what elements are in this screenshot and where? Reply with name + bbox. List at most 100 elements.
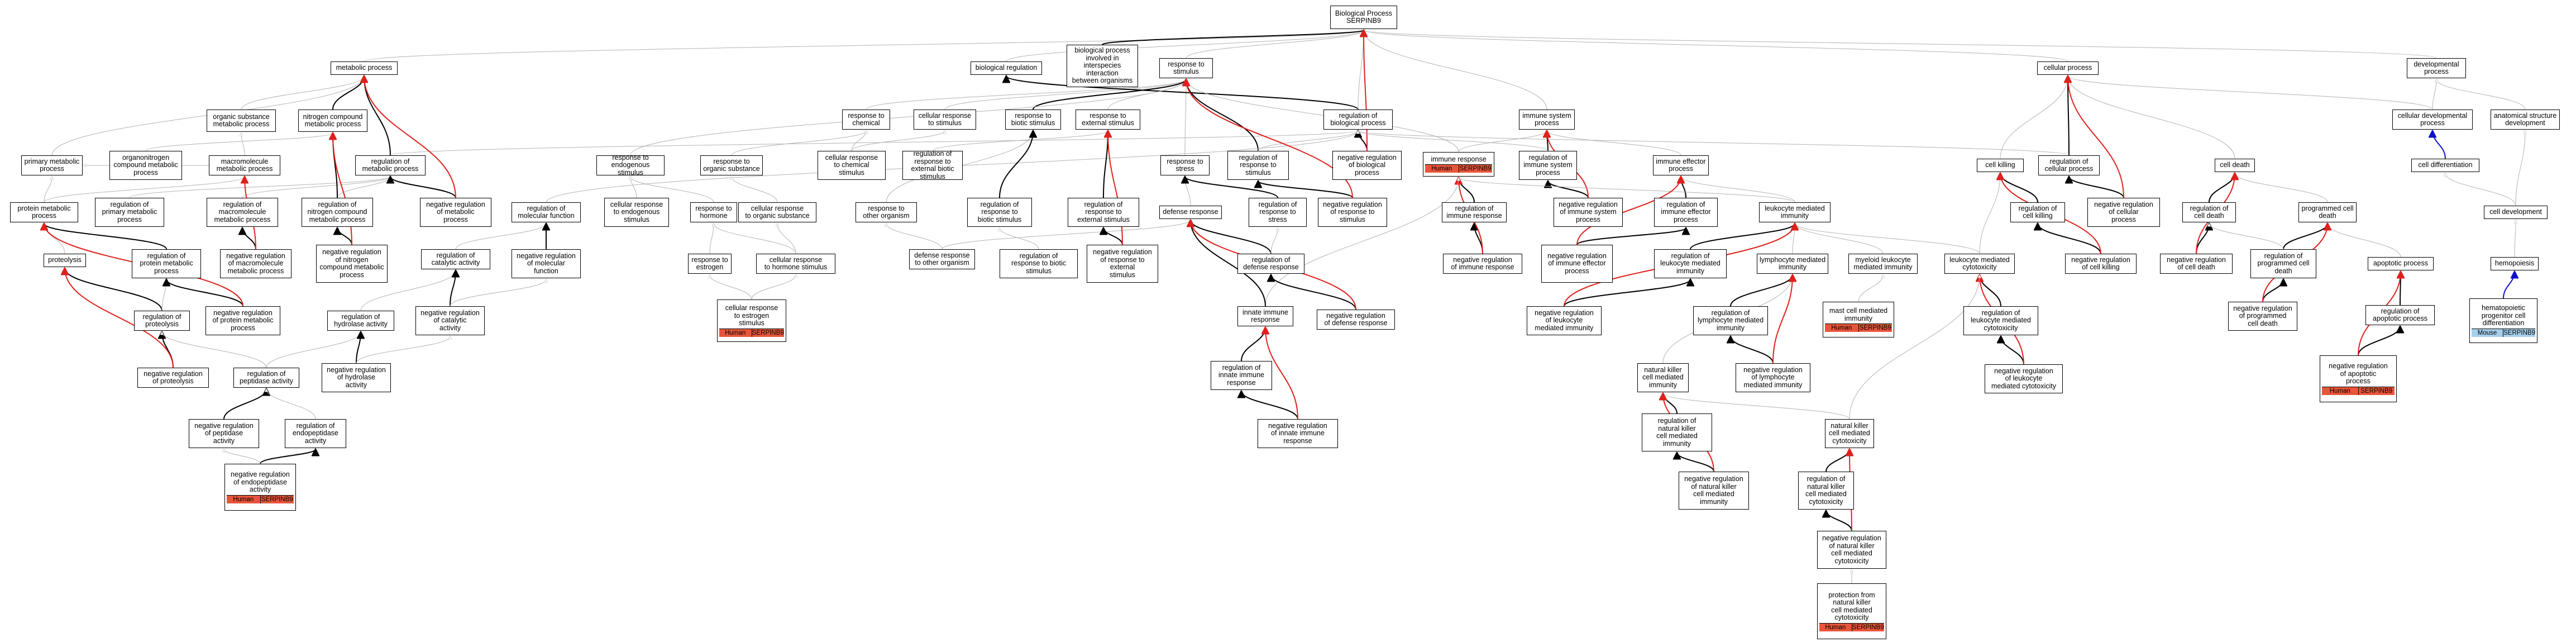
go-term-neg-reg-cellproc[interactable]: negative regulation of cellular process xyxy=(2087,198,2160,227)
go-term-reg-resp-biotic[interactable]: regulation of response to biotic stimulu… xyxy=(967,198,1032,227)
go-term-reg-resp-ext-stim[interactable]: regulation of response to external stimu… xyxy=(1068,198,1139,227)
go-term-def-resp-other[interactable]: defense response to other organism xyxy=(909,249,975,269)
go-term-pcd[interactable]: programmed cell death xyxy=(2298,202,2357,222)
go-term-resp-endo[interactable]: response to endogenous stimulus xyxy=(596,154,665,176)
go-term-reg-metab[interactable]: regulation of metabolic process xyxy=(355,155,426,175)
go-term-reg-resp-stress[interactable]: regulation of response to stress xyxy=(1249,198,1307,227)
go-term-reg-leuk-cyto[interactable]: regulation of leukocyte mediated cytotox… xyxy=(1963,306,2038,335)
go-term-cell-dev[interactable]: cellular developmental process xyxy=(2392,110,2473,130)
go-term-resp-other-org[interactable]: response to other organism xyxy=(856,202,917,222)
go-term-neg-reg-nitro[interactable]: negative regulation of nitrogen compound… xyxy=(316,245,388,283)
go-term-neg-reg-leuk-imm[interactable]: negative regulation of leukocyte mediate… xyxy=(1527,306,1602,335)
go-term-reg-lymph-imm[interactable]: regulation of lymphocyte mediated immuni… xyxy=(1693,306,1768,335)
go-term-reg-leuk-imm[interactable]: regulation of leukocyte mediated immunit… xyxy=(1654,249,1727,278)
go-term-neg-reg-leuk-cyto[interactable]: negative regulation of leukocyte mediate… xyxy=(1985,364,2063,393)
go-term-neg-reg-def[interactable]: negative regulation of defense response xyxy=(1317,310,1395,330)
go-term-reg-cell-killing[interactable]: regulation of cell killing xyxy=(2010,202,2065,222)
go-term-reg-imm-resp[interactable]: regulation of immune response xyxy=(1442,202,1507,222)
go-term-reg-resp-biotic2[interactable]: regulation of response to biotic stimulu… xyxy=(1000,249,1078,278)
go-term-bioreg[interactable]: biological regulation xyxy=(971,61,1042,75)
go-term-reg-imm-eff[interactable]: regulation of immune effector process xyxy=(1654,198,1718,227)
go-term-reg-macro-metab[interactable]: regulation of macromolecule metabolic pr… xyxy=(207,198,278,227)
go-term-reg-resp-ext[interactable]: regulation of response to external bioti… xyxy=(902,150,963,180)
go-term-resp-biotic[interactable]: response to biotic stimulus xyxy=(1005,110,1061,130)
go-term-nk-cyto[interactable]: natural killer cell mediated cytotoxicit… xyxy=(1825,419,1874,448)
go-term-reg-resp-stim[interactable]: regulation of response to stimulus xyxy=(1227,151,1289,180)
go-term-cell-resp-hormone[interactable]: cellular response to hormone stimulus xyxy=(756,254,835,274)
go-term-cell-resp-org-sub[interactable]: cellular response to organic substance xyxy=(738,202,816,222)
go-term-proteolysis[interactable]: proteolysis xyxy=(44,254,86,267)
go-term-leuk-imm[interactable]: leukocyte mediated immunity xyxy=(1759,202,1831,222)
go-term-reg-hydrolase[interactable]: regulation of hydrolase activity xyxy=(327,311,394,331)
go-term-neg-reg-apop[interactable]: negative regulation of apoptotic process… xyxy=(2320,355,2397,402)
go-term-reg-nk-imm[interactable]: regulation of natural killer cell mediat… xyxy=(1642,413,1712,451)
go-term-reg-cellproc[interactable]: regulation of cellular process xyxy=(2038,155,2100,175)
go-term-reg-molfunc[interactable]: regulation of molecular function xyxy=(512,202,581,222)
go-term-neg-reg-immsys[interactable]: negative regulation of immune system pro… xyxy=(1554,198,1623,227)
go-term-bp[interactable]: Biological Process SERPINB9 xyxy=(1330,6,1397,29)
go-term-reg-nitro-metab[interactable]: regulation of nitrogen compound metaboli… xyxy=(302,198,373,227)
go-term-resp-ext[interactable]: response to external stimulus xyxy=(1076,110,1140,130)
go-term-neg-reg-resp-stim[interactable]: negative regulation of response to stimu… xyxy=(1318,198,1387,227)
go-term-reg-def-resp[interactable]: regulation of defense response xyxy=(1237,254,1304,274)
go-term-cell-diff[interactable]: cell differentiation xyxy=(2411,159,2479,172)
go-term-myeloid-imm[interactable]: myeloid leukocyte mediated immunity xyxy=(1848,254,1918,274)
go-term-neg-reg-pcd[interactable]: negative regulation of programmed cell d… xyxy=(2228,302,2297,331)
go-term-nk-imm[interactable]: natural killer cell mediated immunity xyxy=(1637,363,1689,392)
go-term-neg-reg-cat[interactable]: negative regulation of catalytic activit… xyxy=(415,306,485,335)
go-term-cell-death[interactable]: cell death xyxy=(2215,159,2255,172)
go-term-resp-estrogen[interactable]: response to estrogen xyxy=(688,254,732,274)
go-term-prot-metab[interactable]: protein metabolic process xyxy=(10,202,78,222)
go-term-neg-reg-hydrolase[interactable]: negative regulation of hydrolase activit… xyxy=(322,363,391,392)
go-term-org-nitro[interactable]: organonitrogen compound metabolic proces… xyxy=(109,151,182,180)
go-term-reg-peptidase[interactable]: regulation of peptidase activity xyxy=(233,368,299,388)
go-term-neg-reg-endopeptidase[interactable]: negative regulation of endopeptidase act… xyxy=(224,464,296,511)
go-term-macro-metab[interactable]: macromolecule metabolic process xyxy=(209,155,280,175)
go-term-neg-reg-imm-resp[interactable]: negative regulation of immune response xyxy=(1443,254,1522,274)
go-term-reg-cat[interactable]: regulation of catalytic activity xyxy=(421,249,490,269)
go-term-hpc-diff[interactable]: hematopoietic progenitor cell differenti… xyxy=(2469,298,2537,343)
go-term-resp-stress[interactable]: response to stress xyxy=(1160,155,1210,175)
go-term-neg-reg-lymph-imm[interactable]: negative regulation of lymphocyte mediat… xyxy=(1736,363,1810,392)
go-term-reg-immsys[interactable]: regulation of immune system process xyxy=(1519,151,1577,180)
go-term-imm-eff[interactable]: immune effector process xyxy=(1653,155,1709,175)
go-term-cell-dev2[interactable]: cell development xyxy=(2484,206,2548,219)
go-term-anat-dev[interactable]: anatomical structure development xyxy=(2491,110,2560,130)
go-term-interspecies[interactable]: biological process involved in interspec… xyxy=(1067,45,1138,87)
go-term-reg-prim-metab[interactable]: regulation of primary metabolic process xyxy=(95,198,164,227)
go-term-neg-reg-prot-metab[interactable]: negative regulation of protein metabolic… xyxy=(205,306,280,335)
go-term-cell-resp-stim[interactable]: cellular response to stimulus xyxy=(914,110,976,130)
go-term-neg-reg-metab[interactable]: negative regulation of metabolic process xyxy=(420,198,491,227)
go-term-devproc[interactable]: developmental process xyxy=(2407,58,2466,78)
go-term-neg-reg-peptidase[interactable]: negative regulation of peptidase activit… xyxy=(189,419,259,448)
go-term-reg-pcd[interactable]: regulation of programmed cell death xyxy=(2250,249,2316,278)
go-term-nitro-metab[interactable]: nitrogen compound metabolic process xyxy=(298,110,367,132)
go-term-neg-reg-proteolysis[interactable]: negative regulation of proteolysis xyxy=(137,368,209,388)
go-term-resp-org-sub[interactable]: response to organic substance xyxy=(700,155,763,175)
go-term-reg-apop[interactable]: regulation of apoptotic process xyxy=(2365,305,2435,325)
go-term-cellproc[interactable]: cellular process xyxy=(2037,61,2099,75)
go-term-metab[interactable]: metabolic process xyxy=(331,61,398,75)
go-term-reg-prot-metab[interactable]: regulation of protein metabolic process xyxy=(132,249,201,278)
go-term-neg-reg-cell-killing[interactable]: negative regulation of cell killing xyxy=(2065,254,2137,274)
go-term-org-sub-metab[interactable]: organic substance metabolic process xyxy=(207,110,276,132)
go-term-neg-reg-nk-cyto[interactable]: negative regulation of natural killer ce… xyxy=(1817,531,1886,569)
go-term-reg-nk-cyto[interactable]: regulation of natural killer cell mediat… xyxy=(1798,472,1854,510)
go-term-protection-nk[interactable]: protection from natural killer cell medi… xyxy=(1817,583,1886,639)
go-term-neg-reg-nk-imm[interactable]: negative regulation of natural killer ce… xyxy=(1679,472,1749,510)
go-term-immsys[interactable]: immune system process xyxy=(1519,110,1575,130)
go-term-resp-hormone[interactable]: response to hormone xyxy=(690,202,737,222)
go-term-cell-resp-endo[interactable]: cellular response to endogenous stimulus xyxy=(604,198,669,227)
go-term-neg-reg-molfunc[interactable]: negative regulation of molecular functio… xyxy=(512,249,581,278)
go-term-resp-chem[interactable]: response to chemical xyxy=(842,110,890,130)
go-term-neg-reg-innate[interactable]: negative regulation of innate immune res… xyxy=(1258,419,1338,448)
go-term-neg-reg-bp[interactable]: negative regulation of biological proces… xyxy=(1332,151,1402,180)
go-term-neg-reg-imm-eff[interactable]: negative regulation of immune effector p… xyxy=(1541,245,1613,283)
go-term-reg-bp[interactable]: regulation of biological process xyxy=(1323,110,1393,130)
go-term-reg-innate[interactable]: regulation of innate immune response xyxy=(1211,361,1272,390)
go-term-defense-resp[interactable]: defense response xyxy=(1159,206,1222,219)
go-term-innate-imm[interactable]: innate immune response xyxy=(1237,306,1293,326)
